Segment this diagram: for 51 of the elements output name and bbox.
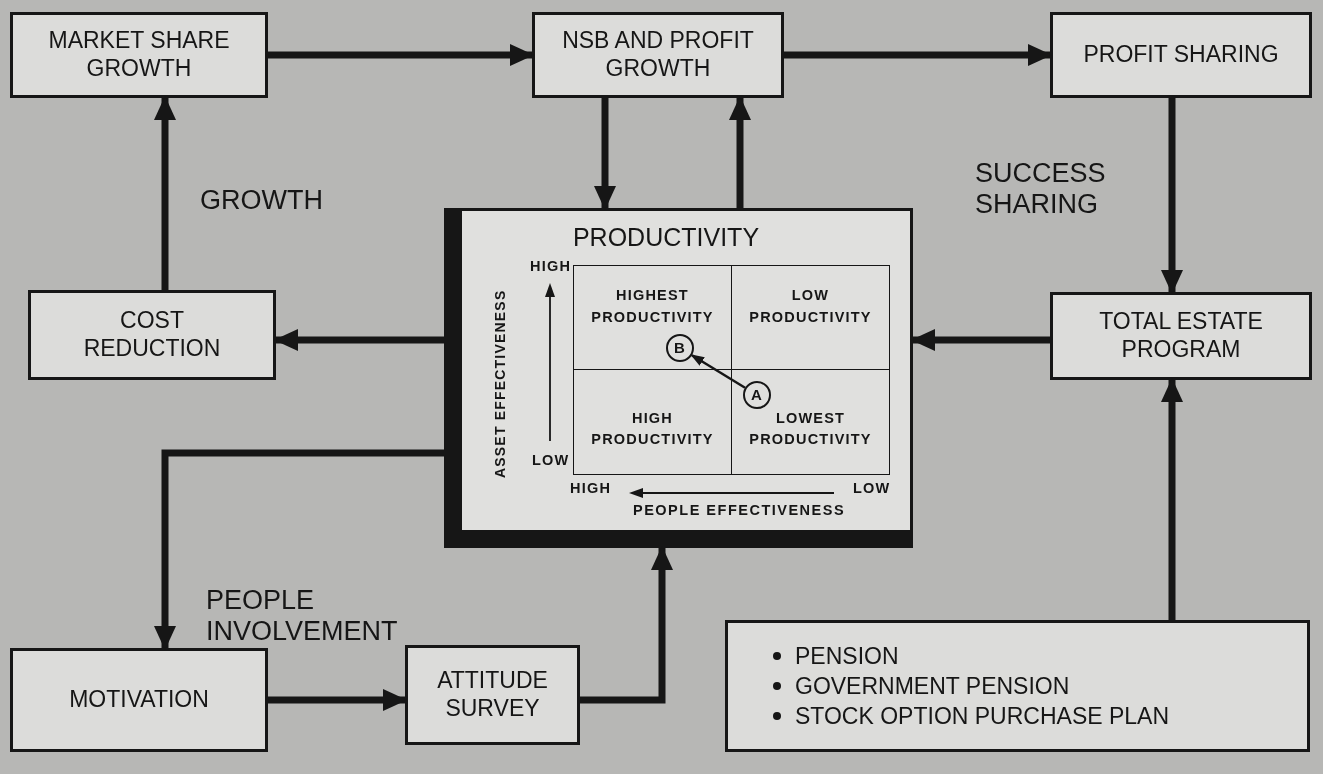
arrow xyxy=(594,98,616,210)
point-marker: B xyxy=(665,333,694,362)
point-marker: A xyxy=(742,380,771,409)
process-box xyxy=(28,290,276,380)
process-box xyxy=(10,648,268,752)
panel-title: PRODUCTIVITY xyxy=(571,223,761,252)
axis-label: ASSET EFFECTIVENESS xyxy=(491,288,509,479)
box-label: MARKET SHARE GROWTH xyxy=(47,27,231,83)
axis-label: GROWTH xyxy=(200,185,324,217)
axis-label: LOW xyxy=(532,452,570,469)
arrow xyxy=(268,689,407,711)
arrow xyxy=(268,44,534,66)
arrow xyxy=(154,449,444,650)
axis-label: HIGH xyxy=(570,480,612,497)
box-label: TOTAL ESTATE PROGRAM xyxy=(1098,308,1264,364)
quadrant-label: HIGHEST PRODUCTIVITY xyxy=(590,286,715,327)
arrow xyxy=(690,354,746,389)
arrow xyxy=(1161,378,1183,620)
process-box xyxy=(1050,12,1312,98)
process-box xyxy=(1050,292,1312,380)
productivity-panel xyxy=(444,208,913,548)
box-label: PROFIT SHARING xyxy=(1082,41,1280,69)
process-box xyxy=(405,645,580,745)
quadrant-cell xyxy=(731,369,890,475)
axis-label: HIGH xyxy=(530,258,572,275)
arrow xyxy=(1161,98,1183,294)
list-box xyxy=(725,620,1310,752)
list-item: PENSION xyxy=(795,642,899,670)
arrow xyxy=(580,546,673,704)
arrow xyxy=(274,329,444,351)
axis-label: SUCCESS SHARING xyxy=(975,158,1107,221)
process-box xyxy=(532,12,784,98)
axis-label: LOW xyxy=(853,480,891,497)
axis-label: PEOPLE EFFECTIVENESS xyxy=(633,502,846,519)
list-item: STOCK OPTION PURCHASE PLAN xyxy=(795,702,1170,730)
box-label: NSB AND PROFIT GROWTH xyxy=(561,27,755,83)
box-label: MOTIVATION xyxy=(68,686,210,714)
quadrant-cell xyxy=(573,369,732,475)
box-label: COST REDUCTION xyxy=(82,307,222,363)
arrow xyxy=(154,96,176,290)
axis-label: PEOPLE INVOLVEMENT xyxy=(206,585,399,648)
arrow xyxy=(729,96,751,208)
list-item: GOVERNMENT PENSION xyxy=(795,672,1070,700)
quadrant-cell xyxy=(573,265,732,370)
arrow xyxy=(784,44,1052,66)
box-label: ATTITUDE SURVEY xyxy=(436,667,549,723)
quadrant-label: HIGH PRODUCTIVITY xyxy=(590,409,715,449)
quadrant-label: LOW PRODUCTIVITY xyxy=(748,286,873,327)
quadrant-cell xyxy=(731,265,890,370)
process-box xyxy=(10,12,268,98)
quadrant-label: LOWEST PRODUCTIVITY xyxy=(748,409,873,449)
